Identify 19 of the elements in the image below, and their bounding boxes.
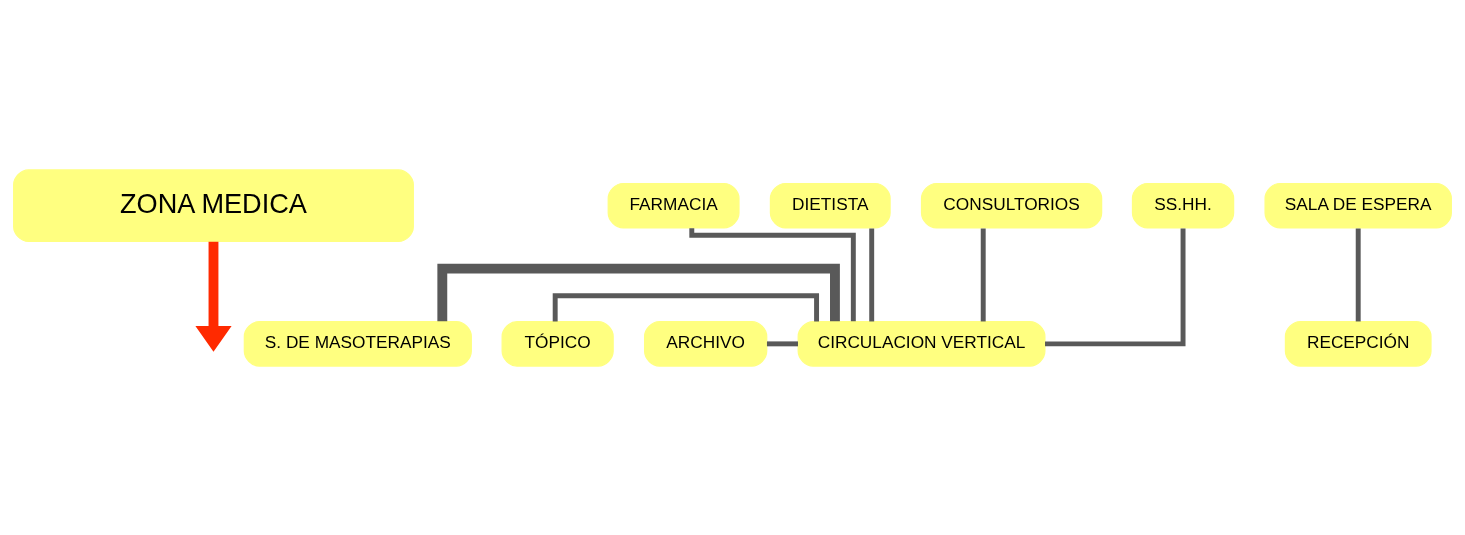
- node-box: TÓPICO: [501, 320, 614, 367]
- node-box: CONSULTORIOS: [920, 182, 1103, 229]
- connector: [766, 340, 798, 346]
- node-box: S. DE MASOTERAPIAS: [243, 320, 472, 367]
- node-box: RECEPCIÓN: [1284, 320, 1432, 367]
- connector: [437, 263, 840, 321]
- node-box: ZONA MEDICA: [13, 168, 414, 242]
- node-box: FARMACIA: [607, 182, 740, 229]
- node-box: ARCHIVO: [644, 320, 768, 367]
- node-box: CIRCULACION VERTICAL: [797, 320, 1046, 367]
- connector: [689, 227, 856, 321]
- node-box: DIETISTA: [769, 182, 891, 229]
- connector: [869, 228, 875, 321]
- node-box: SS.HH.: [1131, 182, 1235, 229]
- connector: [1355, 228, 1361, 321]
- node-box: SALA DE ESPERA: [1264, 182, 1452, 229]
- arrow: [195, 241, 232, 352]
- connector: [980, 228, 986, 321]
- connector: [1045, 228, 1186, 346]
